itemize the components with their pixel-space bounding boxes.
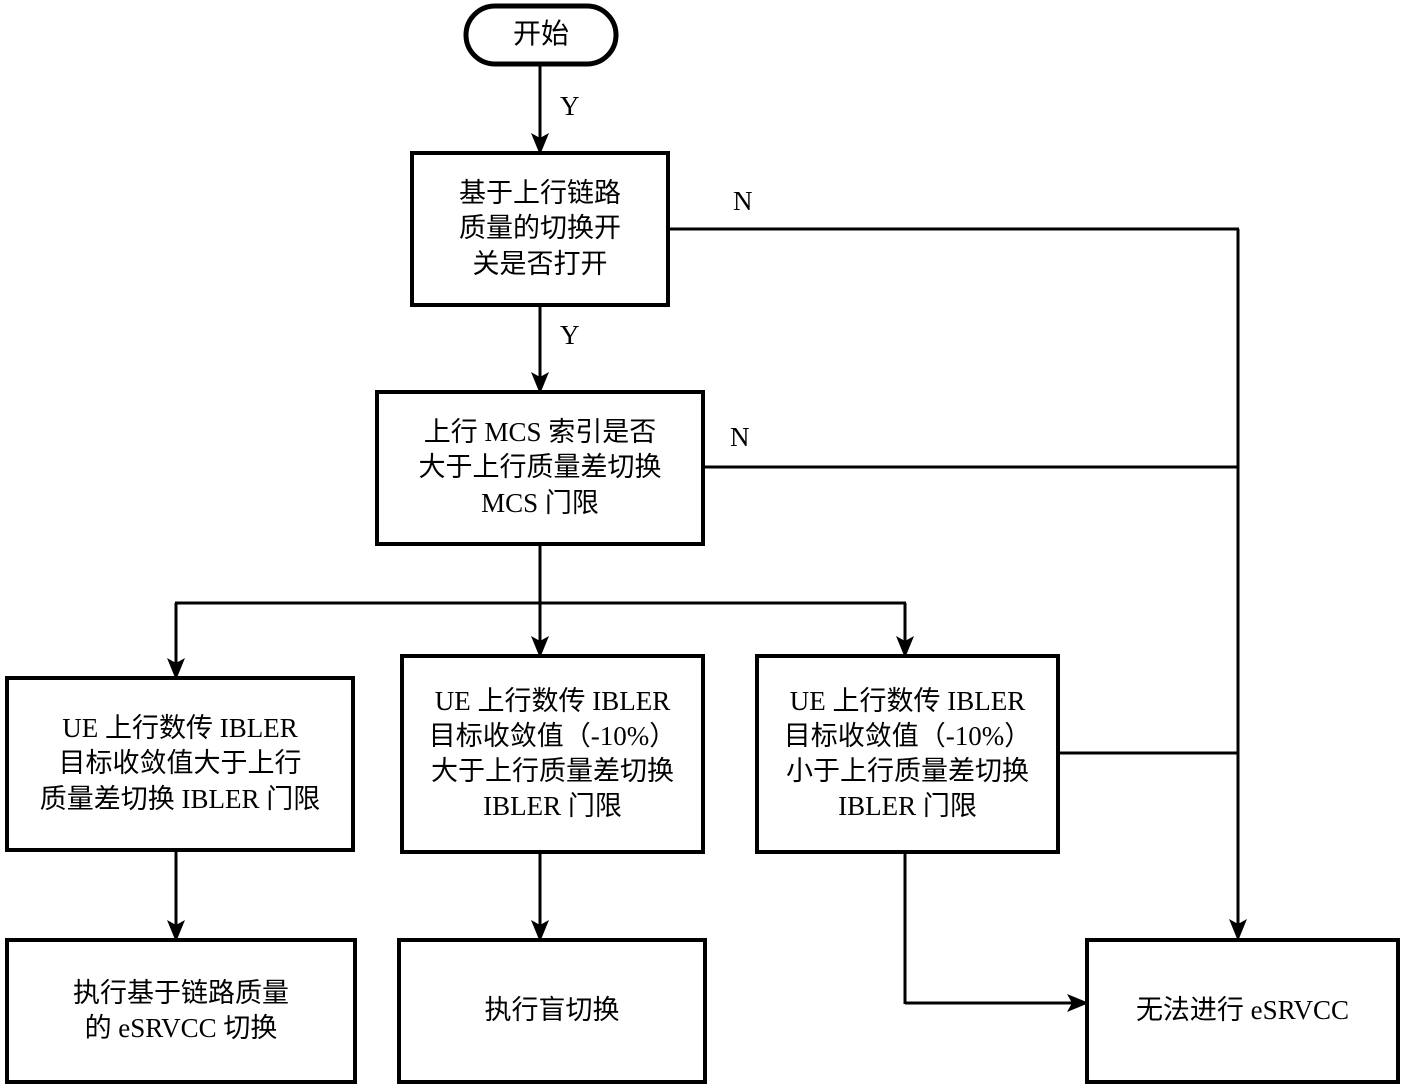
node-decision-mcs-shape <box>375 390 705 546</box>
node-start-shape <box>463 3 619 67</box>
arrow-to-ibler-left <box>167 658 185 680</box>
edge-label-mcs-no: N <box>730 422 750 452</box>
node-result-link-quality-shape <box>5 938 357 1084</box>
arrow-to-ibler-middle <box>531 636 549 658</box>
node-decision-switch-shape <box>410 151 670 307</box>
arrow-start-to-decision-switch <box>531 133 549 155</box>
edge-label-start-yes: Y <box>560 91 580 121</box>
edge-label-switch-no: N <box>733 186 753 216</box>
node-ibler-middle-shape <box>400 654 705 854</box>
node-ibler-left-shape <box>5 676 355 852</box>
node-result-blind-shape <box>397 938 707 1084</box>
edge-label-switch-yes: Y <box>560 320 580 350</box>
arrow-ibler-middle-to-result <box>531 920 549 942</box>
arrow-no-to-result-fail <box>1229 919 1247 941</box>
node-ibler-right-shape <box>755 654 1060 854</box>
arrow-ibler-right-to-result-fail <box>1067 994 1089 1012</box>
arrow-ibler-left-to-result <box>167 920 185 942</box>
arrow-decision-switch-to-mcs <box>531 372 549 394</box>
arrow-to-ibler-right <box>896 636 914 658</box>
node-result-fail-shape <box>1085 938 1400 1084</box>
